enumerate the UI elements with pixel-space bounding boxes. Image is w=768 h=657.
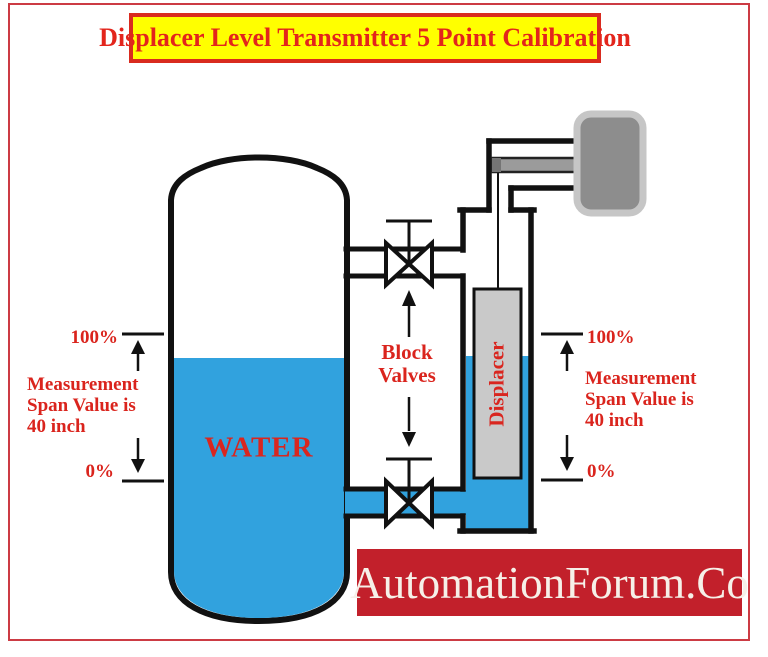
storage-tank [168, 154, 350, 625]
block-valves-label: Block Valves [378, 341, 436, 387]
page-title: Displacer Level Transmitter 5 Point Cali… [99, 23, 631, 52]
displacer-chamber [457, 138, 585, 534]
right-span-line3: 40 inch [585, 410, 644, 431]
block-valves-label-line1: Block [381, 340, 433, 364]
tank-water-fill [174, 358, 344, 618]
bottom-block-valve [384, 457, 434, 530]
displacer-label: Displacer [484, 341, 509, 427]
logo-banner: AutomationForum.Co [350, 549, 749, 616]
process-piping [343, 246, 466, 519]
water-label: WATER [204, 431, 314, 464]
right-100-percent-label: 100% [587, 327, 635, 348]
top-block-valve [384, 219, 434, 290]
left-0-percent-label: 0% [85, 461, 115, 482]
displacer-element [472, 287, 523, 480]
left-span-dimension [122, 332, 164, 483]
right-span-line1: Measurement [585, 368, 697, 389]
title-banner: Displacer Level Transmitter 5 Point Cali… [99, 13, 631, 63]
left-span-text: Measurement Span Value is 40 inch [27, 374, 152, 437]
right-span-dimension [541, 332, 583, 482]
left-span-line1: Measurement [27, 374, 139, 395]
left-100-percent-label: 100% [70, 327, 119, 348]
logo-text: AutomationForum.Co [350, 557, 749, 608]
left-span-line2: Span Value is [27, 395, 136, 416]
torque-arm [490, 156, 580, 174]
right-span-text: Measurement Span Value is 40 inch [585, 368, 720, 431]
valve-pointer-arrows [402, 290, 416, 447]
left-span-line3: 40 inch [27, 416, 86, 437]
block-valves-label-line2: Valves [378, 363, 436, 387]
transmitter-head [573, 110, 647, 217]
right-span-line2: Span Value is [585, 389, 694, 410]
right-0-percent-label: 0% [587, 461, 616, 482]
